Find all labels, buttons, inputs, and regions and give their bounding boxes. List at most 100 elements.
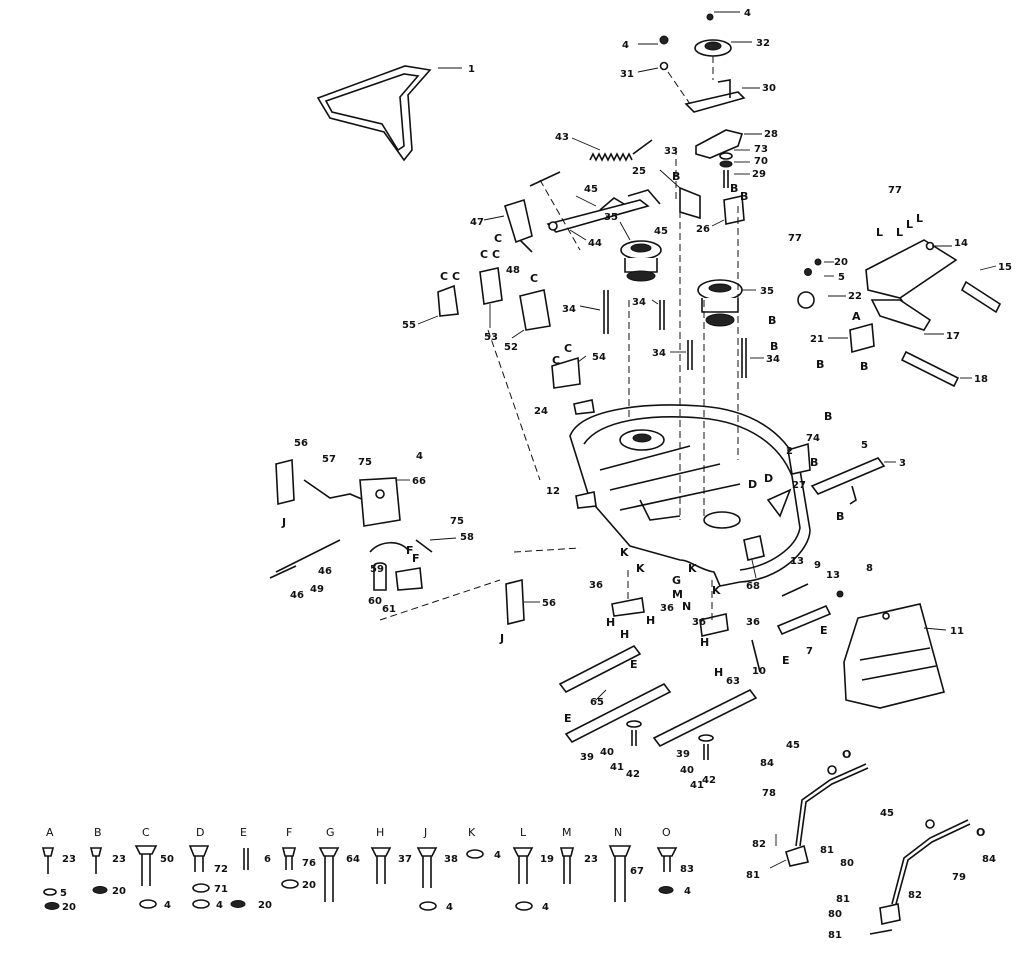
key-bolt-B: 23	[112, 854, 126, 865]
key-letter-N: N	[614, 826, 622, 839]
hardware-key	[41, 845, 678, 911]
callout-7: 7	[806, 646, 813, 657]
callout-36: 36	[746, 617, 760, 628]
key-bolt-A: 23	[62, 854, 76, 865]
callout-41: 41	[690, 780, 704, 791]
letter-E: E	[820, 624, 828, 637]
callout-42: 42	[626, 769, 640, 780]
callout-1: 1	[468, 64, 475, 75]
letter-B: B	[770, 340, 778, 353]
callout-81: 81	[828, 930, 842, 941]
hardware-letter-labels: B B B B B B B B B B A C C C C C C C C L …	[281, 170, 985, 839]
letter-L: L	[896, 226, 903, 239]
key-washer-L: 4	[542, 902, 549, 913]
callout-4: 4	[622, 40, 629, 51]
letter-B: B	[672, 170, 680, 183]
letter-F: F	[412, 552, 420, 565]
key-washer-A: 20	[62, 902, 76, 913]
callout-34: 34	[766, 354, 780, 365]
callout-20: 20	[834, 257, 848, 268]
callout-45: 45	[584, 184, 598, 195]
callout-28: 28	[764, 129, 778, 140]
key-letter-M: M	[562, 826, 572, 839]
callout-60: 60	[368, 596, 382, 607]
part-spring	[529, 137, 653, 187]
callout-labels: 1 2 3 4 4 4 5 5 7 8 9 10 11 12 13 13 14 …	[290, 8, 1012, 941]
callout-5: 5	[861, 440, 868, 451]
callout-34: 34	[632, 297, 646, 308]
callout-8: 8	[866, 563, 873, 574]
callout-63: 63	[726, 676, 740, 687]
callout-65: 65	[590, 697, 604, 708]
callout-68: 68	[746, 581, 760, 592]
callout-46: 46	[290, 590, 304, 601]
part-hanger-assembly	[269, 458, 540, 626]
letter-D: D	[748, 478, 757, 491]
letter-C: C	[552, 354, 560, 367]
callout-27: 27	[792, 480, 806, 491]
callout-82: 82	[908, 890, 922, 901]
assembly-lines	[379, 148, 739, 621]
letter-N: N	[682, 600, 691, 613]
callout-31: 31	[620, 69, 634, 80]
part-front-bracket	[797, 239, 1002, 388]
callout-3: 3	[899, 458, 906, 469]
part-deck-bar	[810, 457, 896, 505]
letter-F: F	[406, 544, 414, 557]
part-mower-deck	[569, 399, 811, 587]
key-bolt-G: 64	[346, 854, 360, 865]
callout-48: 48	[506, 265, 520, 276]
part-lift-handle-left	[769, 763, 869, 869]
letter-C: C	[492, 248, 500, 261]
callout-36: 36	[660, 603, 674, 614]
key-letter-H: H	[376, 826, 384, 839]
letter-C: C	[494, 232, 502, 245]
key-bolt-F: 76	[302, 858, 316, 869]
key-letter-J: J	[423, 826, 427, 839]
callout-43: 43	[555, 132, 569, 143]
letter-J: J	[499, 632, 504, 645]
key-bolt-J: 38	[444, 854, 458, 865]
callout-49: 49	[310, 584, 324, 595]
callout-45: 45	[654, 226, 668, 237]
callout-42: 42	[702, 775, 716, 786]
letter-D: D	[764, 472, 773, 485]
key-letter-F: F	[286, 826, 292, 839]
callout-59: 59	[370, 564, 384, 575]
callout-77: 77	[888, 185, 902, 196]
callout-24: 24	[534, 406, 548, 417]
letter-C: C	[480, 248, 488, 261]
letter-K: K	[636, 562, 645, 575]
part-belt	[316, 65, 462, 162]
callout-66: 66	[412, 476, 426, 487]
callout-56: 56	[542, 598, 556, 609]
key-letter-L: L	[520, 826, 527, 839]
letter-H: H	[700, 636, 709, 649]
letter-L: L	[916, 212, 923, 225]
callout-78: 78	[762, 788, 776, 799]
key-bolt-M: 23	[584, 854, 598, 865]
letter-H: H	[620, 628, 629, 641]
part-lift-handle-right	[869, 819, 971, 935]
callout-25: 25	[632, 166, 646, 177]
callout-84: 84	[760, 758, 774, 769]
callout-17: 17	[946, 331, 960, 342]
callout-70: 70	[754, 156, 768, 167]
callout-2: 2	[786, 446, 793, 457]
callout-36: 36	[589, 580, 603, 591]
key-washer-A: 5	[60, 888, 67, 899]
callout-58: 58	[460, 532, 474, 543]
key-washer-O: 4	[684, 886, 691, 897]
callout-33: 33	[664, 146, 678, 157]
letter-B: B	[836, 510, 844, 523]
key-letter-K: K	[468, 826, 476, 839]
callout-47: 47	[470, 217, 484, 228]
callout-34: 34	[562, 304, 576, 315]
part-idler-arm	[483, 169, 745, 253]
key-bolt-C: 50	[160, 854, 174, 865]
callout-79: 79	[952, 872, 966, 883]
key-letter-C: C	[142, 826, 150, 839]
callout-53: 53	[484, 332, 498, 343]
key-washer-D: 71	[214, 884, 228, 895]
letter-B: B	[740, 190, 748, 203]
